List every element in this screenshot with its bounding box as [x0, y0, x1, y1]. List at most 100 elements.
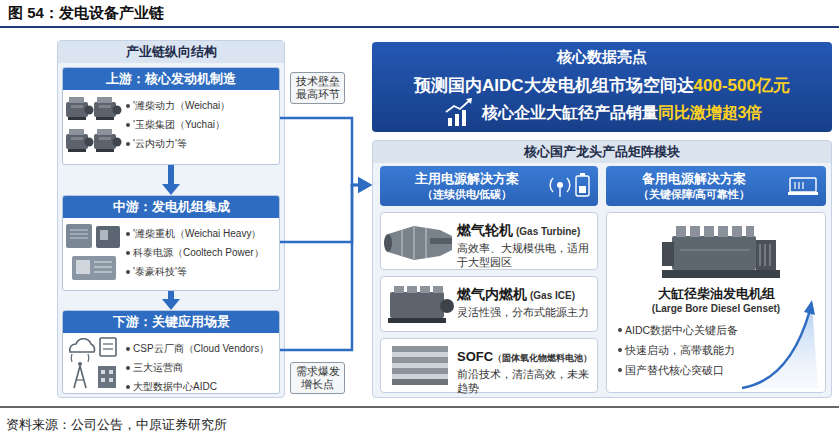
primary-header-icons [557, 182, 563, 188]
text-row: SOFC（固体氧化物燃料电池） [457, 347, 592, 365]
card-description: 前沿技术，清洁高效，未来趋势 [457, 367, 591, 395]
panel-heading: 核心国产龙头产品矩阵模块 [373, 141, 831, 163]
bullet-dot [126, 232, 130, 236]
backup-header-icon [790, 178, 816, 192]
column-title: 备用电源解决方案 [606, 170, 826, 188]
diesel-genset-illustration [746, 226, 754, 237]
primary-header-icons [567, 178, 570, 192]
column-subtitle: （关键保障/高可靠性） [606, 188, 826, 202]
sofc-stack-icon [392, 379, 448, 385]
application-icons [74, 366, 80, 388]
gas-turbine-icon [430, 238, 452, 244]
diesel-genset-illustration [760, 244, 761, 266]
feature-item: AIDC数据中心关键后备 [625, 323, 738, 337]
company-item: '潍柴动力（Weichai） [133, 99, 230, 113]
application-icons [78, 362, 82, 366]
application-icons [80, 366, 86, 388]
upstream-engines [94, 129, 122, 152]
growth-chart-icon [455, 114, 459, 126]
gas-turbine-icon [425, 228, 426, 258]
card-title: SOFC [457, 349, 493, 364]
genset-cabinets [94, 272, 112, 273]
growth-curve [742, 304, 818, 388]
company-item: CSP云厂商（Cloud Vendors） [133, 342, 269, 356]
source-caption: 资料来源：公司公告，中原证券研究所 [6, 416, 227, 434]
product-card: 燃气轮机(Gas Turbine)高效率、大规模供电，适用于大型园区 [380, 212, 598, 270]
diesel-genset-illustration [704, 226, 714, 237]
gas-turbine-icon [388, 226, 452, 260]
application-icons [71, 354, 73, 362]
tier-heading: 中游：发电机组集成 [63, 196, 279, 218]
card-title: 大缸径柴油发电机组 [607, 285, 825, 303]
product-card: 燃气内燃机(Gas ICE)灵活性强，分布式能源主力 [380, 276, 598, 332]
feature-item: 国产替代核心突破口 [625, 363, 724, 377]
gas-engine-icon [394, 286, 404, 293]
gas-engine-icon [388, 286, 454, 323]
diesel-genset-illustration [662, 242, 674, 266]
bullet-dot [126, 385, 130, 389]
application-icons [70, 338, 116, 388]
genset-cabinets [76, 260, 90, 274]
column-subtitle: （连续供电/低碳） [380, 188, 598, 202]
card-description: 高效率、大规模供电，适用于大型园区 [457, 241, 591, 269]
bullet-dot [126, 104, 130, 108]
genset-cabinets [96, 226, 120, 248]
text-row: 燃气内燃机(Gas ICE) [457, 285, 575, 304]
growth-chart-icon [446, 100, 470, 112]
highlight-line: 预测国内AIDC大发电机组市场空间达 [414, 76, 694, 95]
growth-chart-icon [446, 98, 472, 126]
growth-curve [804, 300, 815, 315]
tier-box: 下游：关键应用场景CSP云厂商（Cloud Vendors）三大运营商大型数据中… [62, 310, 280, 394]
growth-curve [742, 310, 810, 388]
genset-cabinets [94, 262, 112, 263]
company-item: '泰豪科技'等 [133, 265, 187, 279]
bullet-dot [126, 123, 130, 127]
genset-cabinets [70, 230, 88, 231]
genset-cabinets [70, 238, 88, 239]
growth-curve [742, 300, 818, 388]
flow-arrow [280, 118, 358, 185]
card-subtitle: (Large Bore Diesel Genset) [607, 303, 825, 314]
growth-chart-icon [466, 98, 472, 104]
company-item: '云内动力'等 [133, 137, 187, 151]
upstream-engines [94, 97, 122, 120]
application-icons [87, 354, 89, 362]
bullet-dot [126, 347, 130, 351]
application-icons [70, 339, 95, 352]
diesel-genset-illustration [718, 226, 728, 237]
callout-text: 需求爆发 增长点 [291, 363, 344, 393]
backup-header-icon [798, 182, 799, 189]
figure-title: 图 54：发电设备产业链 [8, 4, 164, 23]
highlight-line: 400-500亿元 [694, 76, 790, 95]
highlight-line: 同比激增超3倍 [658, 104, 763, 121]
backup-header-icon [802, 182, 803, 189]
genset-cabinets [66, 224, 120, 280]
company-item: '玉柴集团（Yuchai） [133, 118, 225, 132]
application-icons [101, 370, 105, 374]
application-icons [76, 379, 84, 380]
text-row: 燃气轮机(Gas Turbine) [457, 221, 580, 240]
caption-rule [0, 406, 839, 408]
upstream-engines [66, 97, 94, 120]
diesel-genset-illustration [676, 226, 686, 237]
gas-engine-icon [388, 318, 446, 323]
callout-tag: 技术壁垒 最高环节 [290, 72, 345, 104]
primary-header-icons [576, 176, 589, 196]
backup-header-icon [788, 178, 818, 195]
application-icons [100, 338, 116, 356]
column-header: 备用电源解决方案（关键保障/高可靠性） [606, 166, 826, 206]
company-item: 大型数据中心AIDC [133, 380, 217, 394]
text-row: 预测国内AIDC大发电机组市场空间达400-500亿元 [372, 74, 832, 97]
title-rule [0, 26, 839, 28]
sofc-stack-icon [392, 363, 448, 368]
highlight-box: 核心数据亮点预测国内AIDC大发电机组市场空间达400-500亿元核心企业大缸径… [372, 42, 832, 132]
application-icons [101, 378, 105, 382]
tier-heading: 上游：核心发动机制造 [63, 68, 279, 90]
upstream-engines [66, 97, 122, 152]
card-description: 灵活性强，分布式能源主力 [457, 305, 591, 319]
sofc-stack-icon [392, 352, 448, 357]
flow-arrow [280, 185, 358, 350]
product-card: SOFC（固体氧化物燃料电池） 前沿技术，清洁高效，未来趋势 [380, 338, 598, 393]
panel-heading: 产业链纵向结构 [58, 41, 284, 63]
